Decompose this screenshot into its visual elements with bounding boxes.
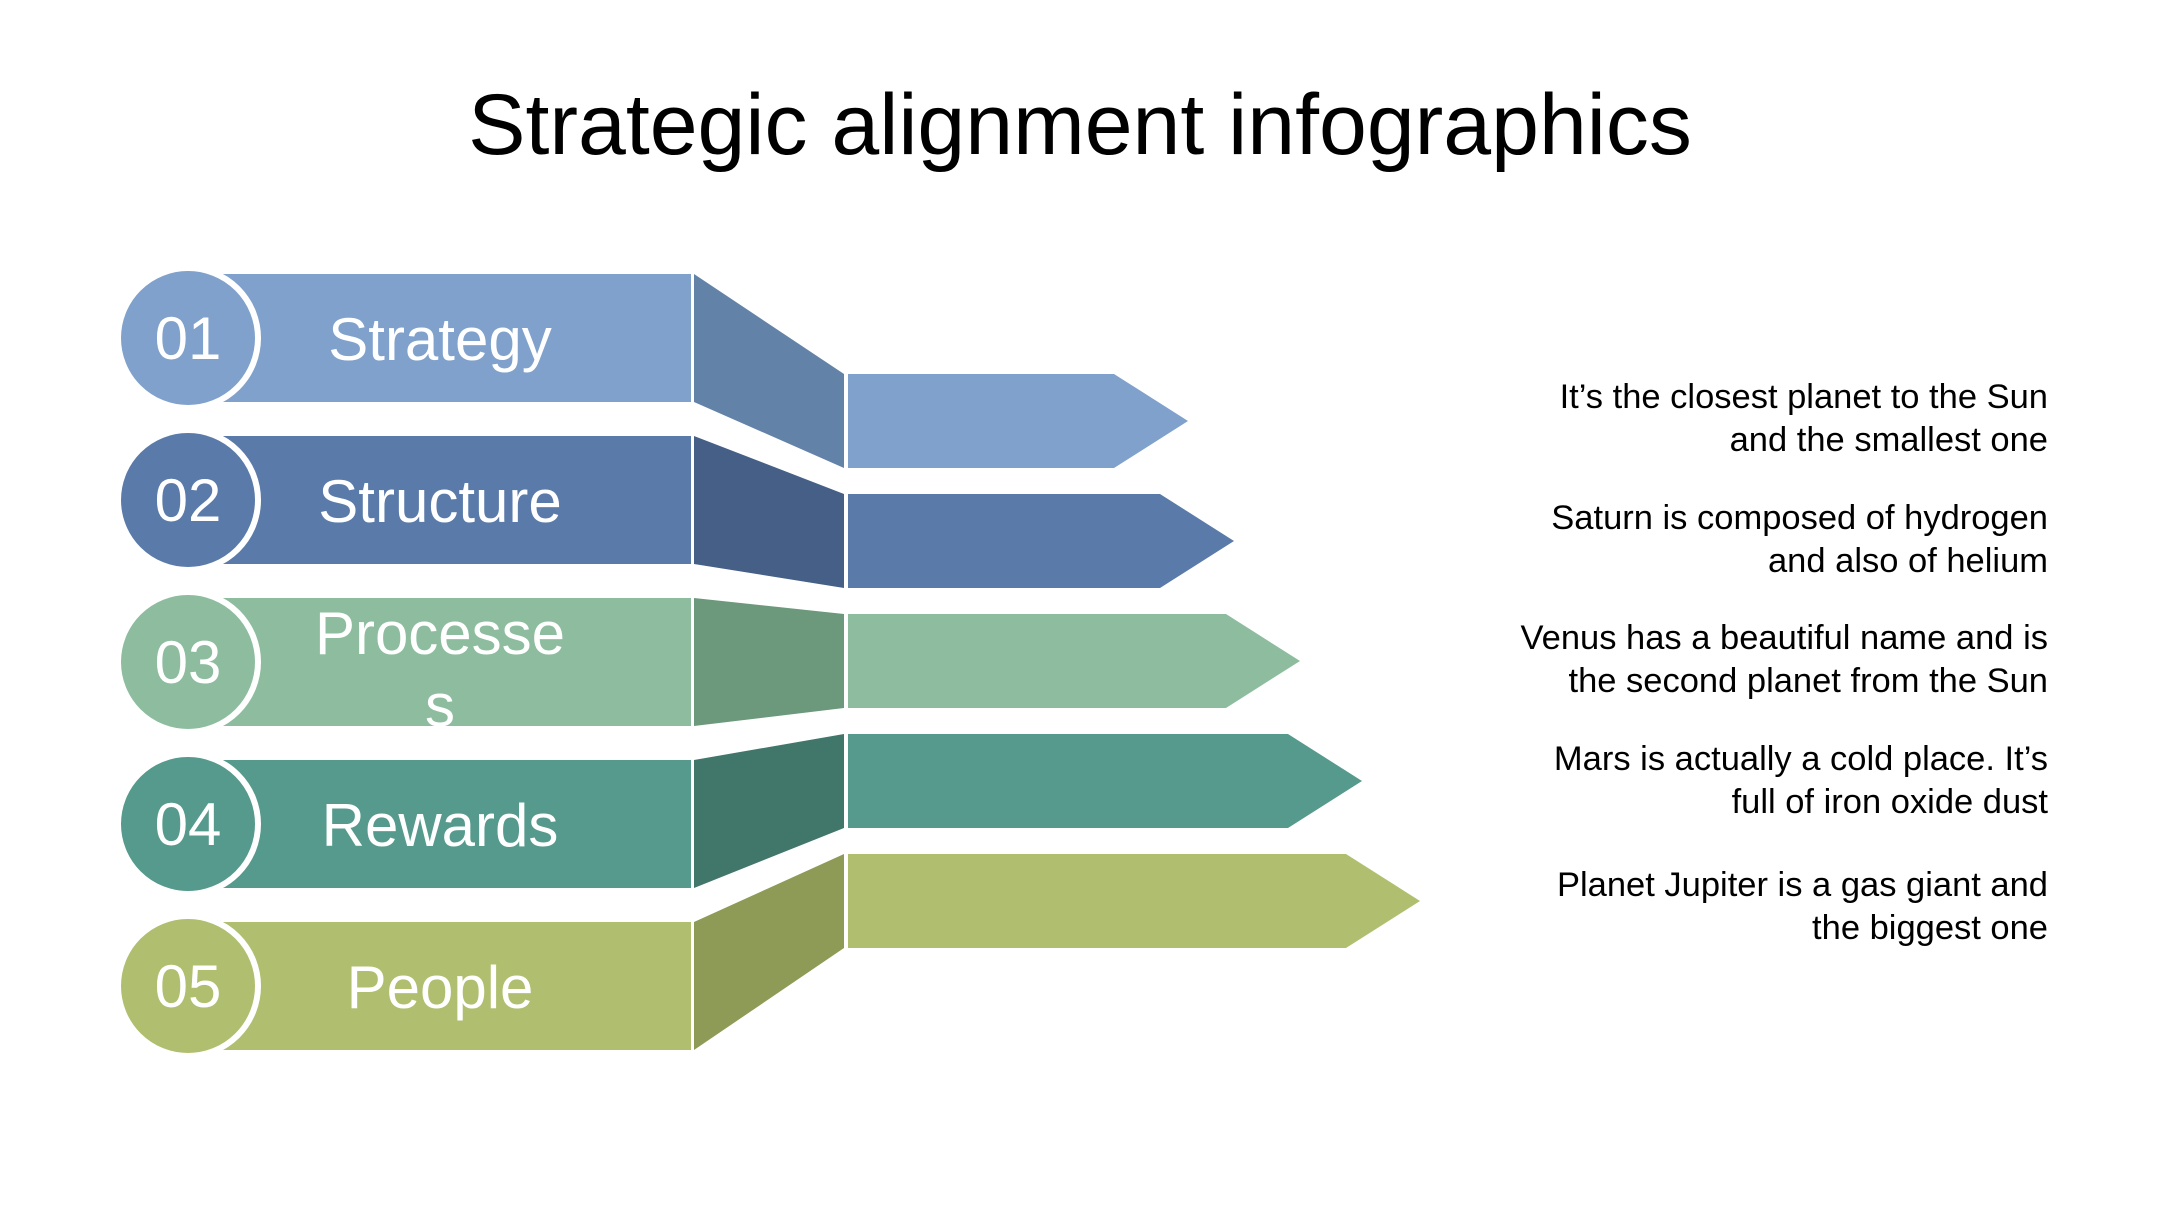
stage-label-people: People — [347, 954, 534, 1021]
stage-circle-strategy — [115, 265, 261, 411]
description-line: Mars is actually a cold place. It’s — [1553, 740, 2048, 778]
description-processes: Venus has a beautiful name and is the se… — [1348, 617, 2048, 703]
description-line: the biggest one — [1812, 909, 2048, 947]
stage-label-line: s — [425, 672, 455, 739]
description-rewards: Mars is actually a cold place. It’s full… — [1348, 738, 2048, 824]
stage-connector-structure — [694, 436, 844, 588]
stage-band-strategy — [192, 274, 691, 402]
stage-label-rewards: Rewards — [322, 792, 559, 859]
stage-band-processes — [192, 598, 691, 726]
stage-number-structure: 02 — [155, 467, 222, 534]
stage-arrow-structure — [848, 494, 1234, 588]
stage-arrow-strategy — [848, 374, 1188, 468]
description-structure: Saturn is composed of hydrogen and also … — [1348, 497, 2048, 583]
description-people: Planet Jupiter is a gas giant and the bi… — [1348, 864, 2048, 950]
stage-arrow-processes — [848, 614, 1300, 708]
stage-connector-rewards — [694, 734, 844, 888]
stage-number-strategy: 01 — [155, 305, 222, 372]
stage-connector-strategy — [694, 274, 844, 468]
stage-number-processes: 03 — [155, 629, 222, 696]
description-line: and also of helium — [1767, 542, 2048, 580]
description-line: Planet Jupiter is a gas giant and — [1557, 866, 2048, 904]
stage-arrow-people — [848, 854, 1420, 948]
description-line: full of iron oxide dust — [1731, 783, 2048, 821]
stage-arrow-rewards — [848, 734, 1362, 828]
stage-number-people: 05 — [155, 953, 222, 1020]
stage-band-rewards — [192, 760, 691, 888]
stage-connector-people — [694, 854, 844, 1050]
stage-band-structure — [192, 436, 691, 564]
stage-label-strategy: Strategy — [328, 306, 551, 373]
description-line: Saturn is composed of hydrogen — [1551, 499, 2048, 537]
stage-circle-processes — [115, 589, 261, 735]
description-line: Venus has a beautiful name and is — [1520, 619, 2048, 657]
stage-label-structure: Structure — [318, 468, 561, 535]
stage-circle-structure — [115, 427, 261, 573]
stage-connector-processes — [694, 598, 844, 726]
description-strategy: It’s the closest planet to the Sun and t… — [1348, 376, 2048, 462]
description-line: the second planet from the Sun — [1568, 662, 2048, 700]
stage-circle-people — [115, 913, 261, 1059]
description-line: It’s the closest planet to the Sun — [1559, 378, 2048, 416]
stage-number-rewards: 04 — [155, 791, 222, 858]
stage-circle-rewards — [115, 751, 261, 897]
description-line: and the smallest one — [1729, 421, 2048, 459]
stage-band-people — [192, 922, 691, 1050]
slide-title: Strategic alignment infographics — [468, 77, 1692, 173]
stage-label-line: Processe — [315, 600, 565, 667]
